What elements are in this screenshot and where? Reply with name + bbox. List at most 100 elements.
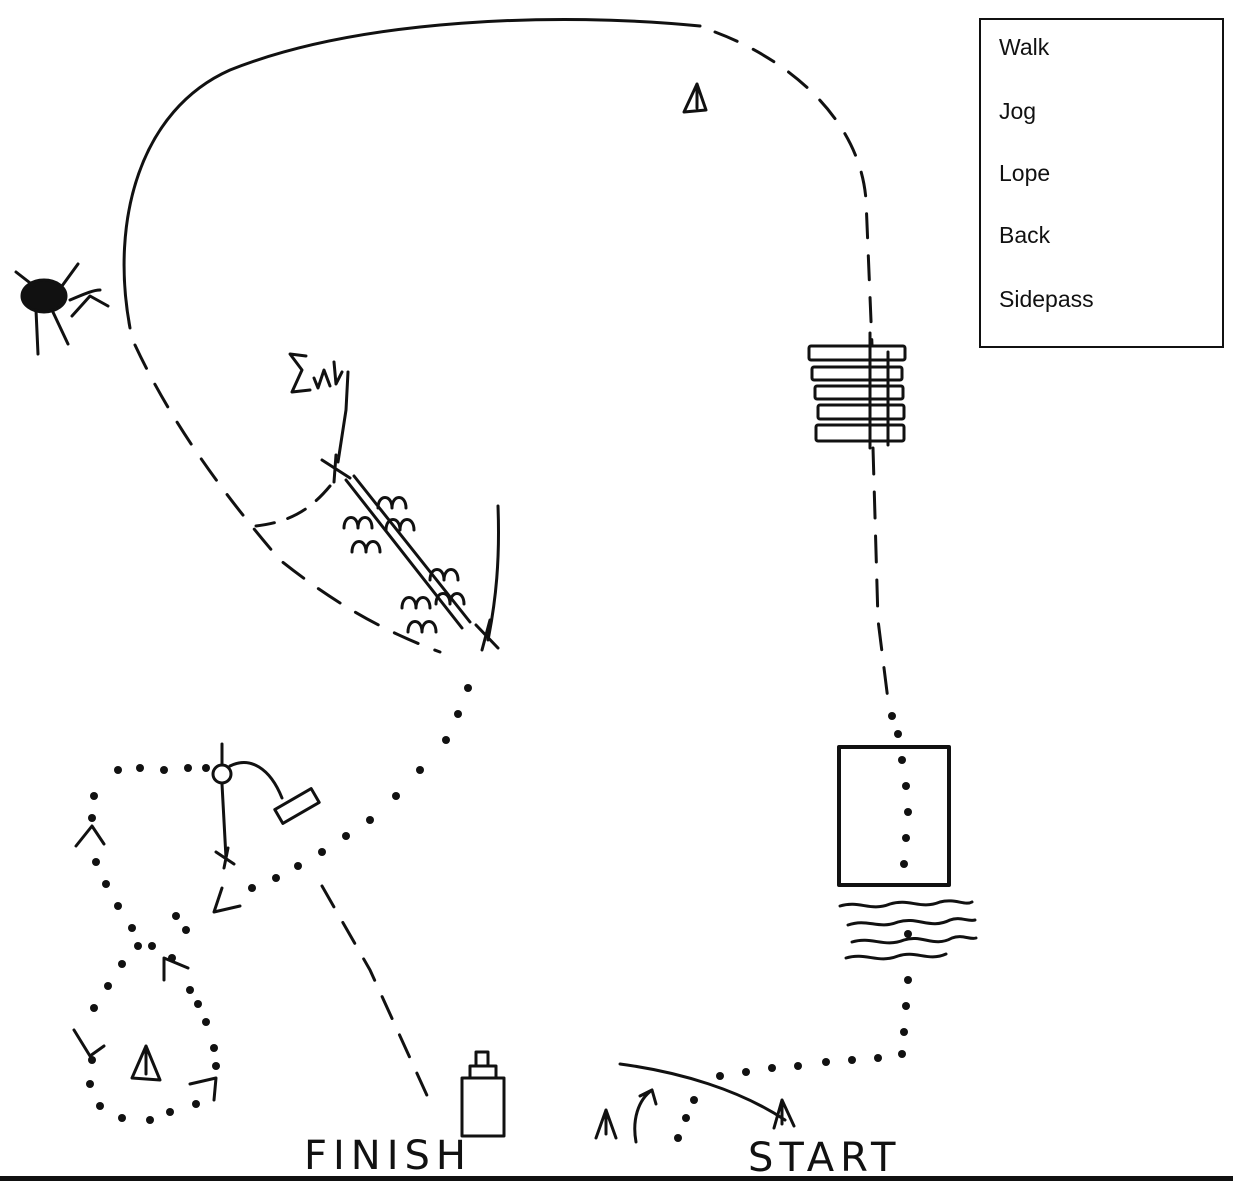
walk-dot xyxy=(192,1100,200,1108)
walk-dot xyxy=(134,942,142,950)
walk-dot xyxy=(464,684,472,692)
walk-dot xyxy=(92,858,100,866)
jog-path-left xyxy=(133,343,442,654)
direction-arrows xyxy=(72,824,242,1102)
end-scribble xyxy=(288,352,344,394)
walk-dot xyxy=(114,902,122,910)
walk-dot xyxy=(202,1018,210,1026)
walk-dot xyxy=(148,942,156,950)
walk-dot xyxy=(90,1004,98,1012)
finish-marker xyxy=(460,1050,506,1138)
legend-walk-label: Walk xyxy=(999,34,1050,60)
walk-dot xyxy=(186,986,194,994)
walk-dot xyxy=(716,1072,724,1080)
walk-dot xyxy=(146,1116,154,1124)
x-mark-lower xyxy=(474,618,500,652)
walk-dot xyxy=(90,792,98,800)
walk-dot xyxy=(674,1134,682,1142)
walk-dot xyxy=(160,766,168,774)
walk-dot xyxy=(88,1056,96,1064)
walk-dot xyxy=(904,976,912,984)
lope-path-top-arc xyxy=(122,18,702,330)
walk-dot xyxy=(118,1114,126,1122)
walk-dot xyxy=(194,1000,202,1008)
jog-path-right xyxy=(713,30,874,347)
walk-dot xyxy=(904,930,912,938)
walk-dot xyxy=(210,1044,218,1052)
walk-dot xyxy=(794,1062,802,1070)
walk-dot xyxy=(104,982,112,990)
walk-dot xyxy=(168,954,176,962)
walk-dot xyxy=(136,764,144,772)
walk-dot xyxy=(182,926,190,934)
start-arrow xyxy=(633,1088,658,1144)
cone-marker-lower-left xyxy=(130,1044,162,1082)
walk-dot xyxy=(416,766,424,774)
sidepass-arches xyxy=(342,496,466,634)
gate-rope xyxy=(220,742,284,860)
walk-dot xyxy=(742,1068,750,1076)
walk-dot xyxy=(888,712,896,720)
walk-dot xyxy=(904,808,912,816)
lope-segment-entry xyxy=(336,370,350,464)
lope-segment-exit xyxy=(486,504,501,642)
walk-dot xyxy=(172,912,180,920)
walk-dot xyxy=(114,766,122,774)
walk-dot xyxy=(88,814,96,822)
walk-dot xyxy=(900,860,908,868)
legend-sidepass-label: Sidepass xyxy=(999,286,1094,312)
legend-jog-label: Jog xyxy=(999,98,1037,124)
walk-dot xyxy=(272,874,280,882)
legend-lope-label: Lope xyxy=(999,160,1051,186)
walk-dot xyxy=(184,764,192,772)
cone-start-right xyxy=(772,1098,796,1130)
cone-marker-top xyxy=(682,82,708,114)
walk-dot xyxy=(118,960,126,968)
walk-dot xyxy=(202,764,210,772)
legend-back-label: Back xyxy=(999,222,1051,248)
walk-dot xyxy=(294,862,302,870)
walk-dot xyxy=(166,1108,174,1116)
walk-dot xyxy=(128,924,136,932)
ground-poles xyxy=(807,331,907,450)
mailbox xyxy=(273,787,321,825)
cone-start-left xyxy=(594,1108,618,1140)
walk-dot xyxy=(902,834,910,842)
gate-post xyxy=(211,763,233,785)
walk-dot xyxy=(366,816,374,824)
walk-dot xyxy=(902,1002,910,1010)
obstacle-animal-icon xyxy=(14,262,110,356)
walk-dot xyxy=(342,832,350,840)
walk-dot xyxy=(874,1054,882,1062)
walk-dot xyxy=(682,1114,690,1122)
walk-dot xyxy=(212,1062,220,1070)
start-gate-line xyxy=(618,1062,787,1122)
jog-path-right-lower xyxy=(871,446,890,702)
walk-dot xyxy=(318,848,326,856)
x-mark-upper xyxy=(320,453,352,484)
jog-path-inner xyxy=(254,484,332,528)
x-mark-gate xyxy=(214,846,236,870)
start-label: START xyxy=(748,1135,902,1181)
page-bottom-edge xyxy=(0,1176,1233,1181)
jog-path-finish xyxy=(320,884,432,1104)
walk-dot xyxy=(848,1056,856,1064)
bridge-box xyxy=(837,745,951,887)
walk-dot xyxy=(102,880,110,888)
walk-dot xyxy=(454,710,462,718)
finish-label: FINISH xyxy=(304,1133,472,1179)
legend xyxy=(979,18,1224,348)
walk-dot xyxy=(900,1028,908,1036)
walk-dot xyxy=(902,782,910,790)
walk-dot xyxy=(690,1096,698,1104)
walk-dots xyxy=(86,684,912,1142)
walk-dot xyxy=(96,1102,104,1110)
walk-dot xyxy=(86,1080,94,1088)
walk-dot xyxy=(442,736,450,744)
walk-dot xyxy=(822,1058,830,1066)
walk-dot xyxy=(898,1050,906,1058)
walk-dot xyxy=(894,730,902,738)
walk-dot xyxy=(768,1064,776,1072)
walk-dot xyxy=(392,792,400,800)
